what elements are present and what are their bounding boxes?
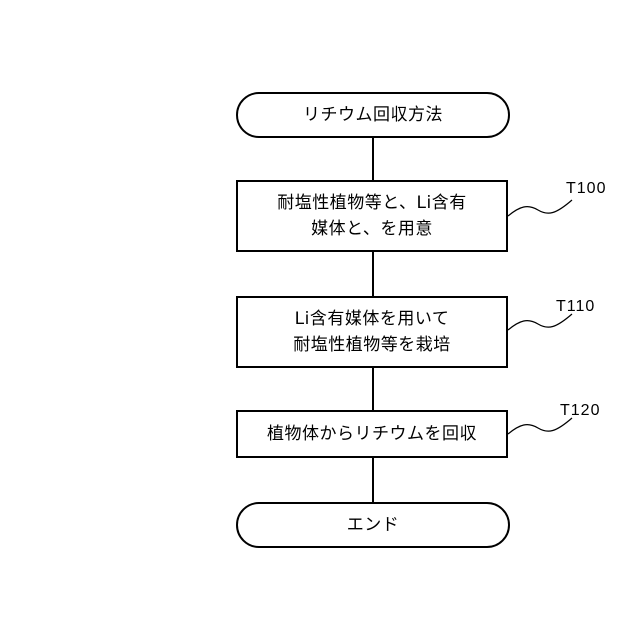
step-t110-line1: Li含有媒体を用いて — [293, 306, 451, 332]
step-t100-line1: 耐塩性植物等と、Li含有 — [277, 190, 467, 216]
step-node-t100: 耐塩性植物等と、Li含有 媒体と、を用意 — [236, 180, 508, 252]
start-label: リチウム回収方法 — [303, 102, 443, 128]
step-t120-line1: 植物体からリチウムを回収 — [267, 421, 477, 447]
step-node-t120: 植物体からリチウムを回収 — [236, 410, 508, 458]
start-node: リチウム回収方法 — [236, 92, 510, 138]
step-label-t100: T100 — [566, 180, 606, 198]
leader-line-t120 — [508, 418, 572, 434]
step-label-t110: T110 — [556, 298, 595, 316]
step-label-t120: T120 — [560, 402, 600, 420]
leader-line-t110 — [508, 314, 572, 330]
end-node: エンド — [236, 502, 510, 548]
end-label: エンド — [347, 512, 400, 538]
step-t110-line2: 耐塩性植物等を栽培 — [293, 332, 451, 358]
leader-line-t100 — [508, 200, 572, 216]
step-node-t110: Li含有媒体を用いて 耐塩性植物等を栽培 — [236, 296, 508, 368]
step-t100-line2: 媒体と、を用意 — [277, 216, 467, 242]
